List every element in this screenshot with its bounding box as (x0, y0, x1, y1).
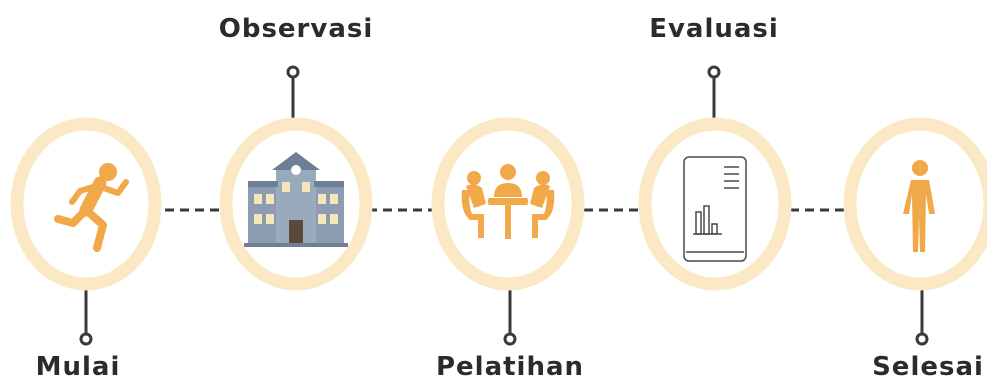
standing-person-icon (903, 160, 935, 252)
step-label-pelatihan: Pelatihan (435, 352, 585, 382)
pin-mulai (79, 285, 93, 346)
pin-pelatihan (503, 290, 517, 346)
step-label-mulai: Mulai (35, 352, 121, 382)
pin-observasi (286, 65, 300, 118)
running-person-icon (54, 163, 129, 252)
meeting-table-icon (461, 164, 555, 239)
report-document-icon (683, 156, 747, 262)
step-label-selesai: Selesai (872, 352, 984, 382)
pins (79, 65, 929, 346)
school-building-icon (244, 152, 348, 247)
pin-evaluasi (707, 65, 721, 118)
pin-selesai (915, 290, 929, 346)
step-label-evaluasi: Evaluasi (649, 14, 779, 44)
step-label-observasi: Observasi (218, 14, 374, 44)
